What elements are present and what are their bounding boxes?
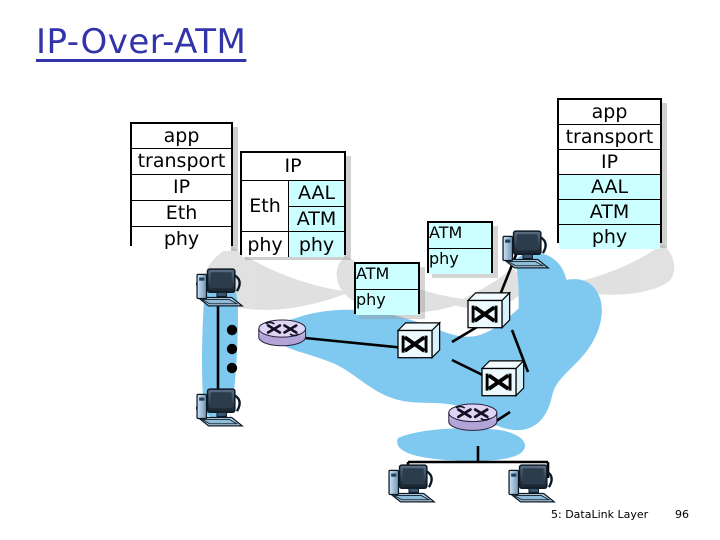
host-right-top	[501, 229, 550, 270]
stack-layer: phy	[132, 227, 231, 251]
footer-page-number: 96	[675, 508, 689, 521]
router-stack-phy-eth-layer: phy	[242, 232, 289, 257]
switch-stack-layer: phy	[429, 249, 491, 274]
stack-layer: IP	[132, 175, 231, 201]
host-bottom-left	[387, 463, 436, 504]
host-left-bottom	[195, 387, 244, 428]
atm-switch-center	[396, 320, 442, 360]
atm-switch-stack-lower-left: ATM phy	[354, 262, 420, 315]
stack-layer: ATM	[559, 200, 660, 225]
stack-layer: app	[559, 100, 660, 125]
page-title: IP-Over-ATM	[36, 22, 247, 62]
stack-layer: AAL	[559, 175, 660, 200]
router-stack-eth-layer: Eth	[242, 181, 289, 231]
footer-chapter-label: 5: DataLink Layer	[551, 508, 649, 521]
router-stack-atm-layer: ATM	[289, 206, 344, 231]
router-stack-phy-atm-layer: phy	[289, 232, 344, 257]
stack-layer: transport	[559, 125, 660, 150]
edge-router-protocol-stack: IP Eth AAL ATM phy phy	[240, 151, 346, 257]
router-stack-aal-layer: AAL	[289, 181, 344, 207]
atm-switch-upper-right	[466, 290, 512, 330]
switch-stack-layer: ATM	[429, 223, 491, 249]
atm-switch-stack-upper-right: ATM phy	[427, 221, 493, 274]
switch-stack-layer: phy	[356, 290, 418, 315]
left-host-protocol-stack: app transport IP Eth phy	[130, 122, 233, 251]
stack-layer: phy	[559, 225, 660, 249]
router-left-edge	[257, 318, 307, 348]
router-stack-ip-layer: IP	[242, 153, 344, 181]
stack-layer: app	[132, 124, 231, 149]
router-bottom-edge	[447, 402, 499, 432]
stack-layer: transport	[132, 149, 231, 175]
stack-layer: Eth	[132, 201, 231, 227]
right-host-protocol-stack: app transport IP AAL ATM phy	[557, 98, 662, 249]
lan-ellipsis-dots	[226, 324, 238, 374]
host-left-top	[195, 267, 244, 308]
switch-stack-layer: ATM	[356, 264, 418, 290]
stack-layer: IP	[559, 150, 660, 175]
atm-switch-lower-right	[480, 358, 526, 398]
host-bottom-right	[507, 463, 556, 504]
